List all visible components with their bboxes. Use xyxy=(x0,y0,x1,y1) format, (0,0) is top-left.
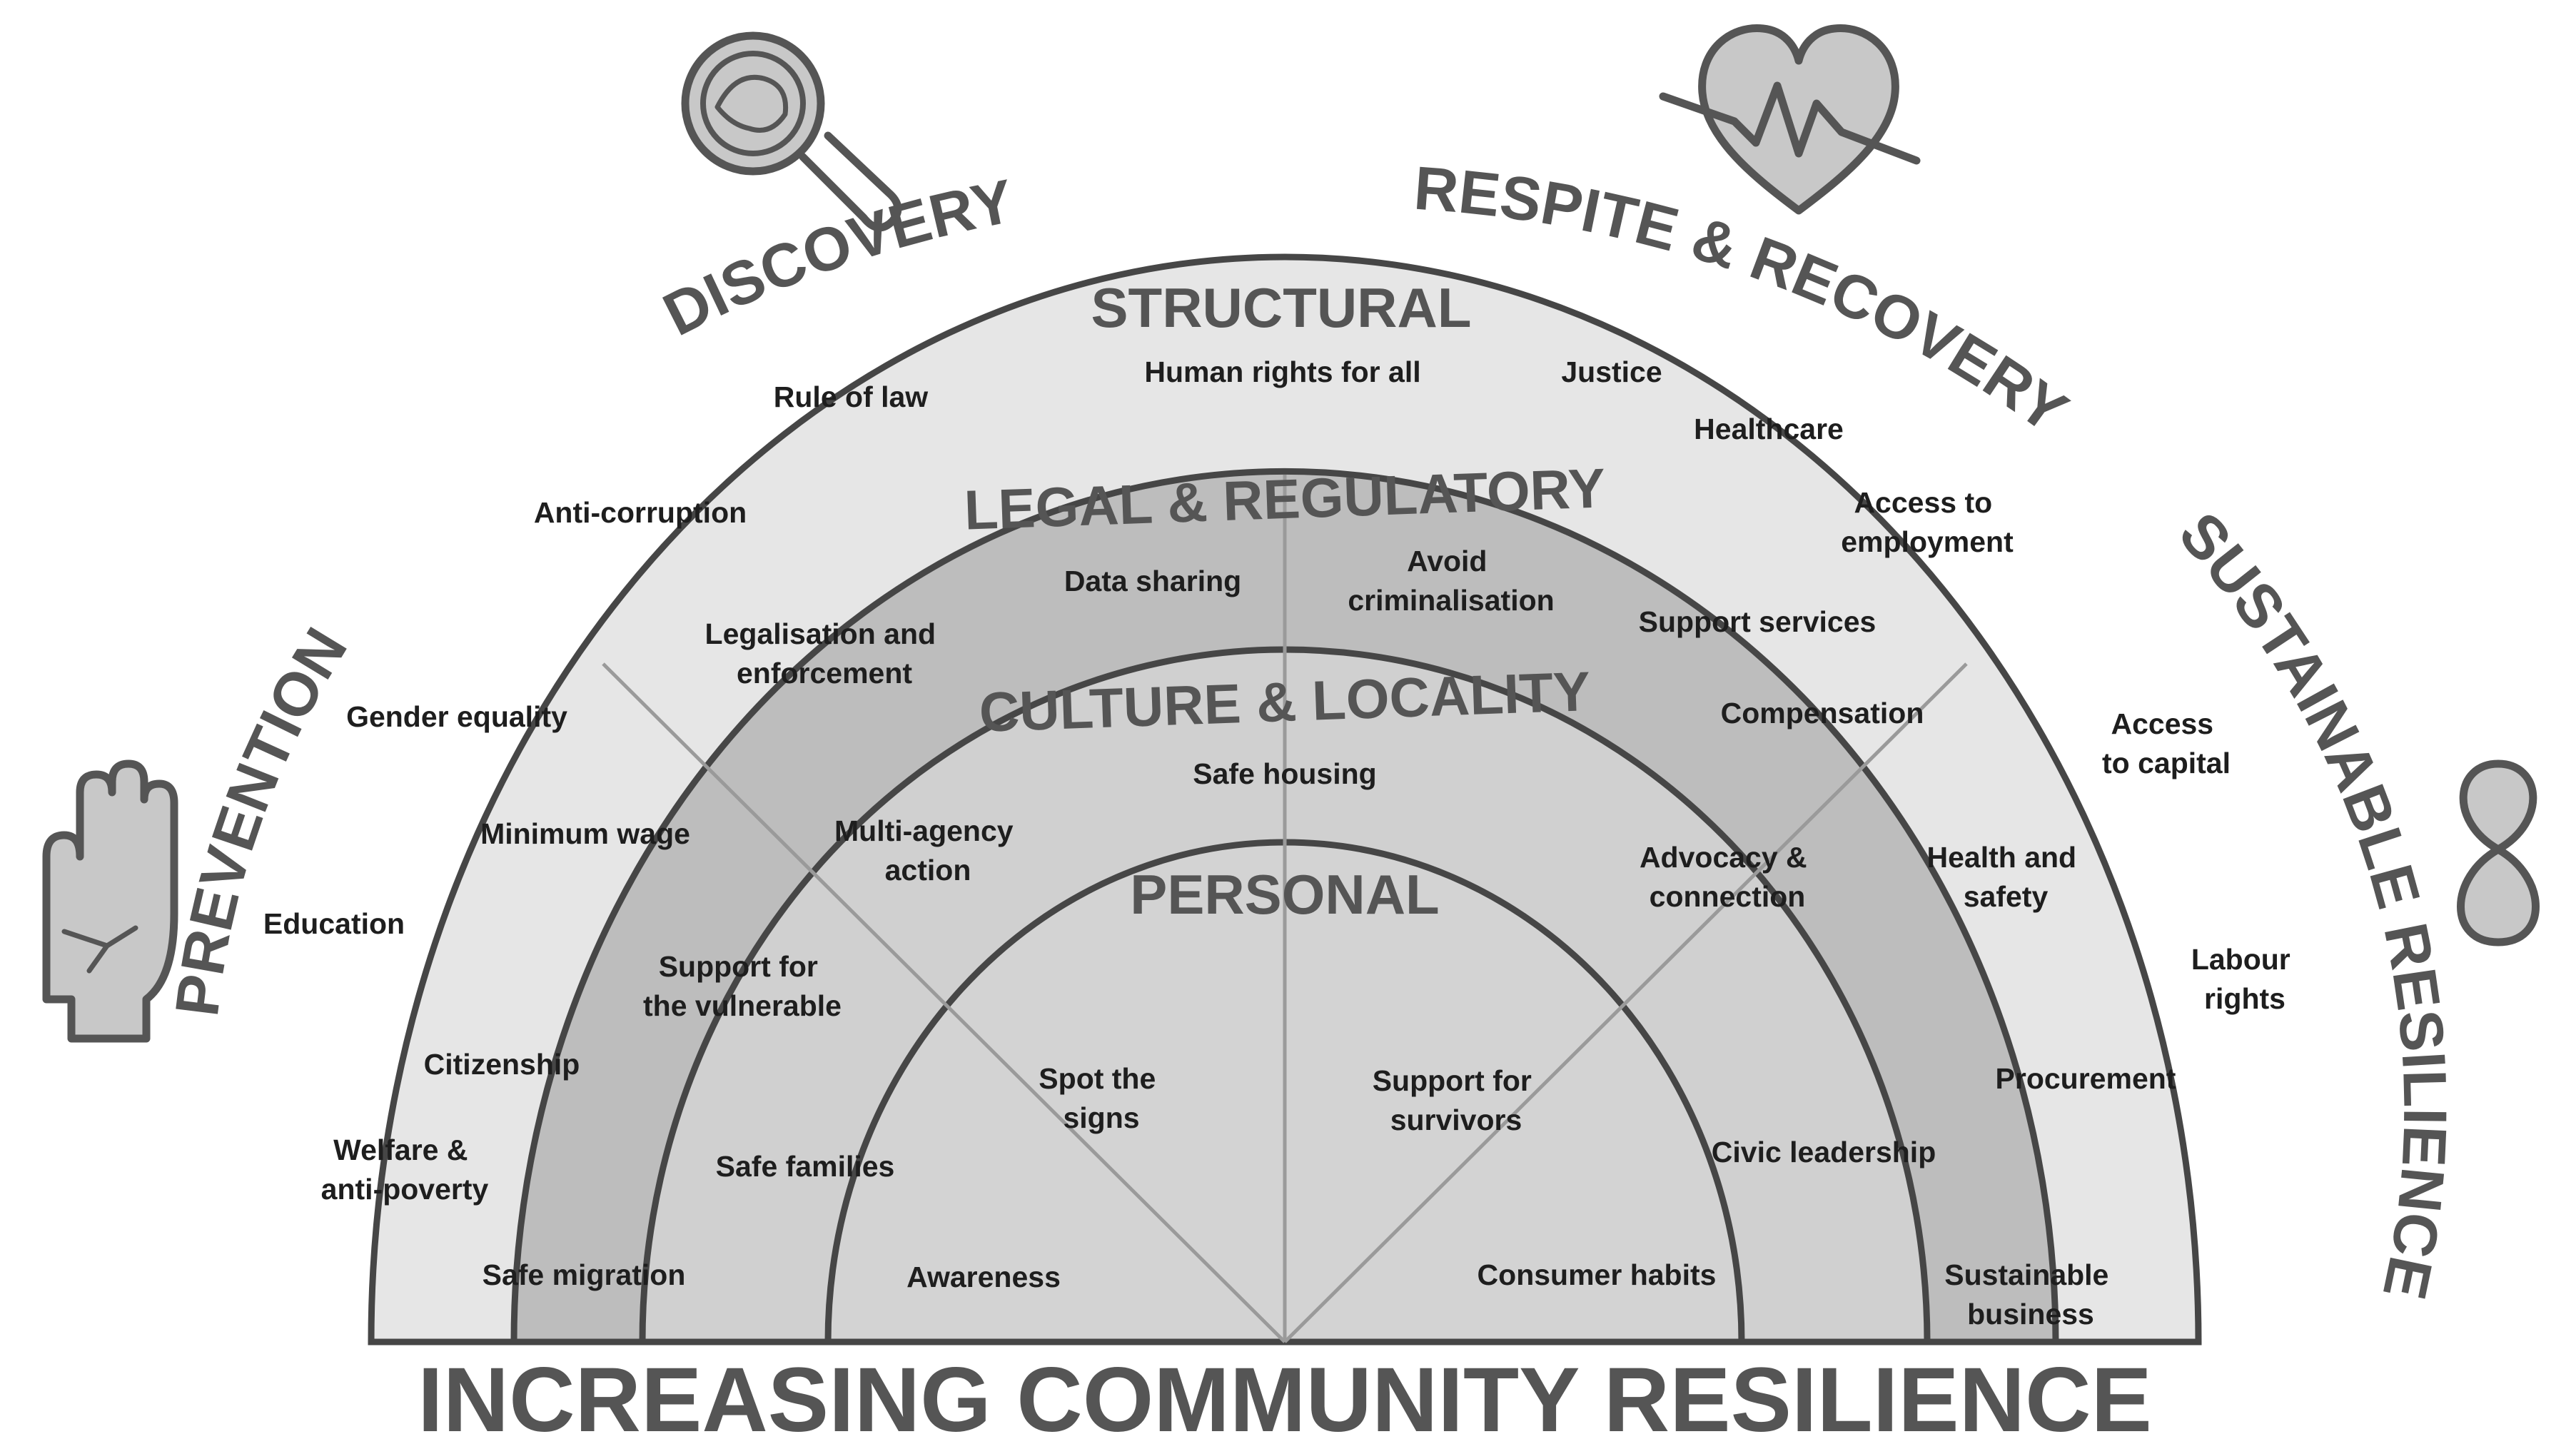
personal-title: PERSONAL xyxy=(1130,863,1439,926)
magnifying-glass-icon xyxy=(681,31,902,232)
item-minimum-wage: Minimum wage xyxy=(480,817,690,850)
item-advocacy: Advocacy & connection xyxy=(1640,841,1815,913)
heartbeat-icon xyxy=(1659,24,1921,215)
item-healthcare: Healthcare xyxy=(1694,413,1844,445)
infinity-icon xyxy=(2457,759,2540,946)
item-justice: Justice xyxy=(1561,355,1662,388)
culture-locality-items: Safe housing Multi-agency action Advocac… xyxy=(643,757,1936,1183)
prevention-arc-title: PREVENTION xyxy=(163,617,360,1020)
item-consumer-habits: Consumer habits xyxy=(1478,1258,1717,1291)
divider-left xyxy=(602,662,1286,1343)
item-safe-housing: Safe housing xyxy=(1193,757,1376,790)
legal-regulatory-items: Data sharing Avoid criminalisation Legal… xyxy=(480,545,2176,1095)
item-welfare: Welfare & anti-poverty xyxy=(321,1134,489,1206)
raised-hand-icon xyxy=(42,759,178,1043)
item-access-to-capital: Access to capital xyxy=(2102,707,2231,779)
item-support-survivors: Support for survivors xyxy=(1373,1064,1540,1136)
increasing-community-resilience-title: INCREASING COMMUNITY RESILIENCE xyxy=(418,1349,2152,1449)
item-gender-equality: Gender equality xyxy=(346,700,567,733)
item-sustainable-business: Sustainable business xyxy=(1944,1258,2117,1331)
item-access-to-employment: Access to employment xyxy=(1841,486,2014,558)
item-rule-of-law: Rule of law xyxy=(774,380,929,413)
item-citizenship: Citizenship xyxy=(424,1048,580,1081)
sustainable-resilience-arc-title: SUSTAINABLE RESILIENCE xyxy=(2166,500,2459,1305)
quadrant-dividers xyxy=(602,475,1968,1343)
item-support-vulnerable: Support for the vulnerable xyxy=(643,950,842,1022)
item-labour-rights: Labour rights xyxy=(2191,943,2298,1015)
item-legalisation: Legalisation and enforcement xyxy=(705,617,944,690)
item-avoid-criminalisation: Avoid criminalisation xyxy=(1348,545,1554,617)
item-education: Education xyxy=(263,907,405,940)
item-procurement: Procurement xyxy=(1996,1062,2176,1095)
item-compensation: Compensation xyxy=(1721,697,1924,729)
item-data-sharing: Data sharing xyxy=(1064,565,1241,597)
item-awareness: Awareness xyxy=(906,1261,1061,1293)
item-multi-agency: Multi-agency action xyxy=(834,814,1021,887)
divider-right xyxy=(1283,662,1968,1343)
item-support-services: Support services xyxy=(1639,605,1877,638)
item-spot-the-signs: Spot the signs xyxy=(1039,1062,1163,1134)
structural-items: Rule of law Human rights for all Justice… xyxy=(263,355,2298,1331)
structural-title: STRUCTURAL xyxy=(1091,276,1472,339)
item-safe-families: Safe families xyxy=(716,1150,895,1183)
item-safe-migration: Safe migration xyxy=(483,1258,686,1291)
item-anti-corruption: Anti-corruption xyxy=(534,496,747,529)
item-health-safety: Health and safety xyxy=(1927,841,2085,913)
item-human-rights: Human rights for all xyxy=(1144,355,1420,388)
personal-items: Spot the signs Support for survivors Awa… xyxy=(906,1062,1716,1293)
item-civic-leadership: Civic leadership xyxy=(1712,1136,1936,1168)
